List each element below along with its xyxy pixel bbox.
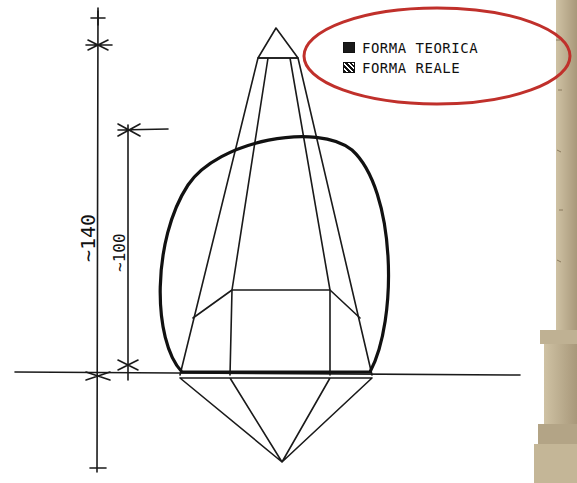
legend-swatch (343, 42, 355, 53)
highlight-ellipse (304, 8, 570, 104)
dimension-label: ~100 (112, 233, 128, 272)
dimension-mark (91, 11, 105, 25)
dimension-label: ~140 (78, 214, 98, 262)
dimension-mark (118, 124, 168, 136)
dimension-mark (86, 40, 112, 50)
obelisk-photo (534, 0, 577, 483)
legend-swatch (343, 62, 355, 73)
real-form (160, 137, 388, 372)
theoretical-form (258, 28, 298, 58)
legend-text: FORMA REALE (362, 60, 460, 76)
theoretical-form (180, 378, 372, 462)
theoretical-form (193, 290, 360, 318)
legend-text: FORMA TEORICA (362, 40, 478, 56)
dimension-mark (118, 360, 138, 370)
dimension-mark (90, 467, 106, 469)
dimension-mark (86, 372, 110, 380)
theoretical-form (180, 58, 372, 375)
